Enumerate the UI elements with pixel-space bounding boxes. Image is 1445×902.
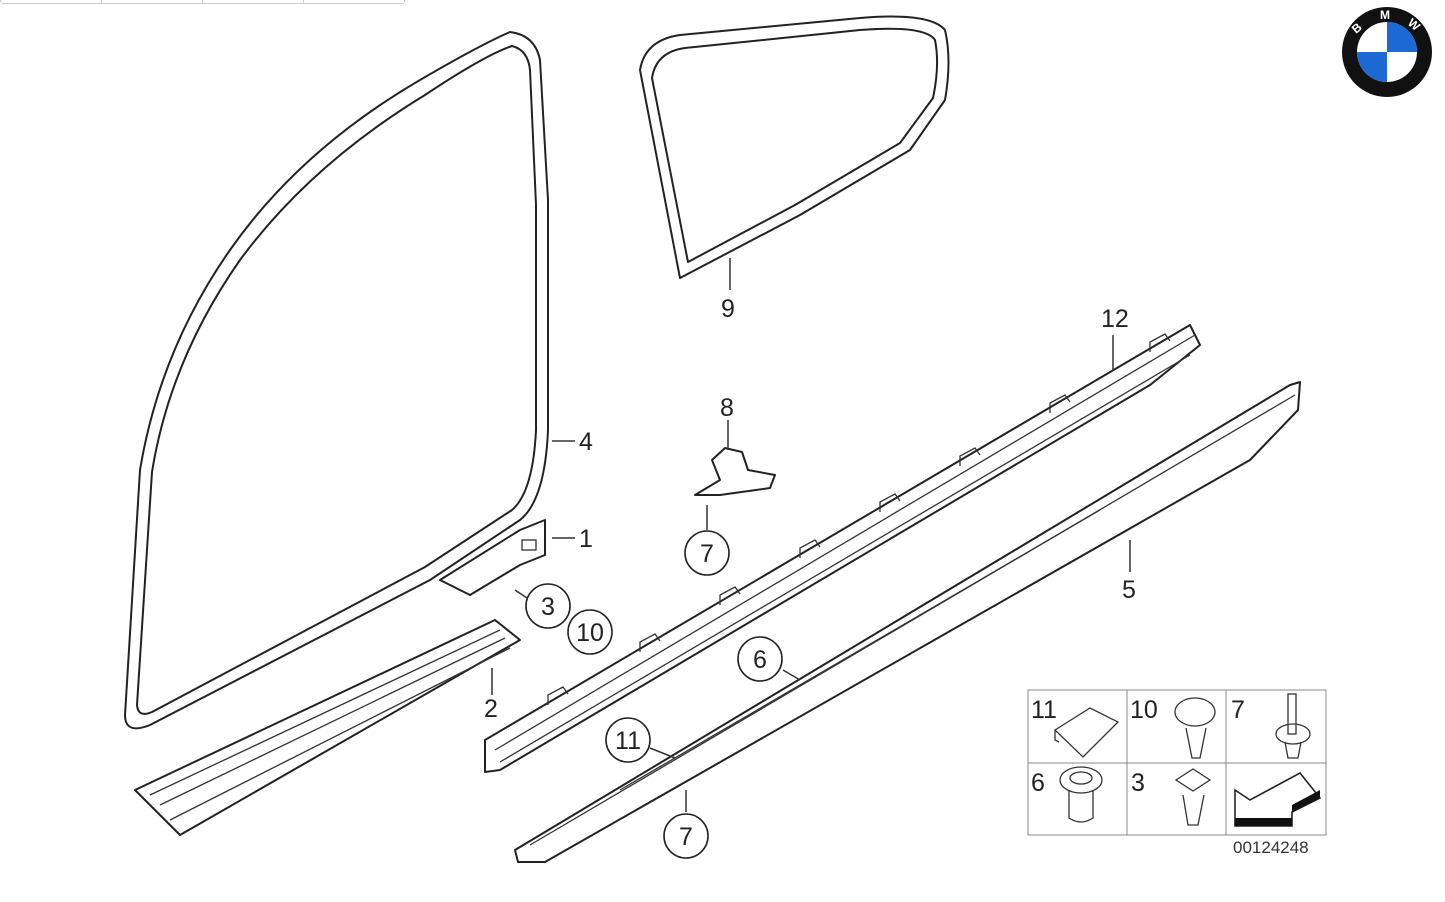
legend-label-6: 6 [1031, 769, 1045, 797]
svg-text:M: M [1380, 8, 1390, 22]
callout-3: 3 [541, 593, 555, 621]
clip-nut-icon [1053, 707, 1120, 758]
grommet-icon [1059, 766, 1103, 823]
front-direction-arrow-icon [1234, 771, 1322, 827]
sill-rail-part-12[interactable] [484, 324, 1201, 773]
callout-2: 2 [484, 695, 498, 723]
bracket-part-8[interactable] [694, 447, 776, 496]
legend-label-3: 3 [1131, 769, 1145, 797]
clip-icon [1174, 768, 1212, 826]
callout-10: 10 [576, 619, 604, 647]
front-door-seal-part-4[interactable] [124, 31, 549, 730]
callout-6: 6 [753, 646, 767, 674]
legend-label-11: 11 [1031, 696, 1057, 724]
callout-7-panel: 7 [679, 823, 693, 851]
callout-12: 12 [1101, 305, 1129, 333]
trim-clip [521, 539, 537, 551]
fastener-legend: 11 10 7 6 3 00124248 [1027, 689, 1327, 857]
leader-lines [491, 258, 1131, 812]
callout-4: 4 [579, 428, 593, 456]
callout-1: 1 [579, 525, 593, 553]
legend-label-7: 7 [1231, 696, 1245, 724]
expanding-rivet-icon [1174, 697, 1216, 759]
callout-7-bracket: 7 [700, 540, 714, 568]
trim-part-1[interactable] [439, 519, 546, 596]
rocker-panel-part-5[interactable] [514, 381, 1301, 863]
push-rivet-icon [1275, 693, 1311, 759]
top-tab-strip [0, 0, 405, 4]
callout-11: 11 [615, 727, 641, 755]
rear-window-seal-part-9[interactable] [639, 15, 950, 279]
callout-8: 8 [720, 394, 734, 422]
legend-label-10: 10 [1130, 696, 1158, 724]
bmw-logo: B M W [1342, 7, 1432, 97]
diagram-number: 00124248 [1233, 838, 1309, 857]
sill-strip-part-2[interactable] [134, 619, 521, 836]
callout-5: 5 [1122, 576, 1136, 604]
callout-9: 9 [721, 295, 735, 323]
